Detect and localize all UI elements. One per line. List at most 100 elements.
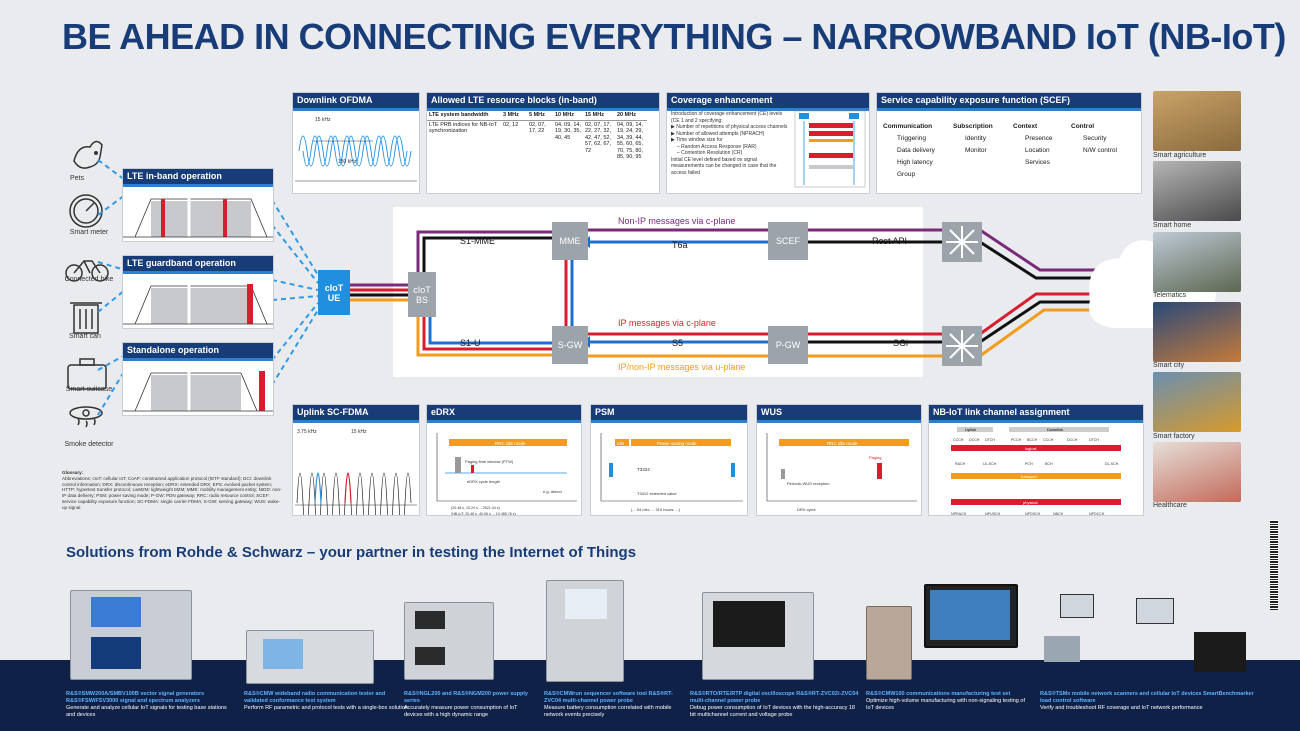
- router-icon: [942, 326, 982, 366]
- message-label: IP/non-IP messages via u-plane: [618, 362, 746, 372]
- table-cell: 04, 09, 14, 19, 24, 29, 34, 39, 44, 55, …: [617, 121, 643, 161]
- table-header: 20 MHz: [617, 112, 636, 118]
- product-cmwrun-image: [546, 580, 624, 682]
- phys-label: NPDCCH: [1089, 512, 1105, 516]
- table-header: 10 MHz: [555, 112, 574, 118]
- scef-item: N/W control: [1083, 147, 1117, 154]
- channel-label: CCCH: [1043, 438, 1054, 442]
- product-desc: Debug power consumption of IoT devices w…: [690, 705, 855, 718]
- product-desc: Generate and analyze cellular IoT signal…: [66, 705, 227, 718]
- coverage-line: – Random Access Response (RAR): [677, 143, 757, 150]
- edrx-note: eDRX cycle length: [467, 479, 500, 484]
- suitcase-icon: [67, 358, 107, 390]
- edrx-note: (NB-IoT: 20.48 s, 40.96 s ... 10 485.76 …: [451, 512, 516, 516]
- transport-label: PCH: [1025, 462, 1033, 466]
- channel-label: DTCH: [1089, 438, 1099, 442]
- ciot-ue-node: cIoT UE: [318, 270, 350, 315]
- message-label: Non-IP messages via c-plane: [618, 216, 736, 226]
- inband-spectrum: [123, 193, 273, 241]
- smart-factory-image: [1153, 372, 1241, 432]
- interface-label: Rest API: [872, 236, 908, 246]
- panel-lte-rb: Allowed LTE resource blocks (in-band) LT…: [426, 92, 660, 194]
- product-name: R&S®CMWrun sequencer software tool R&S®R…: [544, 691, 674, 704]
- panel-coverage: Coverage enhancement Introduction of cov…: [666, 92, 870, 194]
- product-cmw-image: [246, 630, 374, 684]
- node-label: MME: [559, 236, 581, 246]
- panel-scef: Service capability exposure function (SC…: [876, 92, 1142, 194]
- panel-wus: WUS RRC idle mode Periodic WUS reception…: [756, 404, 922, 516]
- panel-title: Uplink SC-FDMA: [293, 405, 419, 423]
- device-label: Smoke detector: [64, 441, 114, 448]
- panel-title: Service capability exposure function (SC…: [877, 93, 1141, 111]
- phys-label: NBCH: [1053, 512, 1064, 516]
- device-label: Connected bike: [64, 276, 114, 283]
- usecase-label: Smart agriculture: [1153, 152, 1207, 159]
- product-desc: Accurately measure power consumption of …: [404, 705, 518, 718]
- node-label: P-GW: [775, 340, 801, 350]
- scfdma-spacing-label: 15 kHz: [351, 429, 367, 435]
- product-power-supply-image: [404, 602, 494, 680]
- interface-label: S1-U: [460, 338, 481, 348]
- coverage-text: Introduction of coverage enhancement (CE…: [671, 111, 789, 176]
- panel-title: Standalone operation: [123, 343, 273, 361]
- interface-label: SGi: [893, 338, 909, 348]
- ciot-bs-node: cIoT BS: [408, 272, 436, 317]
- scfdma-waveform: 3.75 kHz 15 kHz: [295, 429, 417, 515]
- product-name: R&S®NGL200 and R&S®NGM200 power supply s…: [404, 691, 528, 704]
- channel-label: CCCH: [953, 438, 964, 442]
- wus-note: DRX cycle: [797, 507, 816, 512]
- psm-bar-label: Power saving mode: [657, 441, 697, 446]
- smart-agriculture-image: [1153, 91, 1241, 151]
- node-label: cIoT UE: [324, 282, 344, 303]
- usecase-label: Smart city: [1153, 362, 1185, 369]
- table-header: 3 MHz: [503, 112, 519, 118]
- interface-label: S1-MME: [460, 236, 496, 246]
- product-name: R&S®CMW wideband radio communication tes…: [244, 691, 386, 704]
- panel-title: Allowed LTE resource blocks (in-band): [427, 93, 659, 111]
- usecase-label: Smart factory: [1153, 433, 1195, 440]
- panel-psm: PSM Idle Power saving mode T3324 T3412 e…: [590, 404, 748, 516]
- product-desc: Verify and troubleshoot RF coverage and …: [1040, 705, 1203, 711]
- product-cmw100-image: [866, 606, 912, 680]
- mme-node: MME: [552, 222, 588, 260]
- layer-label: transport: [1021, 474, 1038, 479]
- lte-rb-table: LTE system bandwidth 3 MHz 5 MHz 10 MHz …: [427, 111, 647, 162]
- router-icon: [942, 222, 982, 262]
- product-caption: R&S®TSMx mobile network scanners and cel…: [1040, 691, 1265, 712]
- channel-label: PCCH: [1011, 438, 1022, 442]
- link-label: Uplink: [965, 427, 976, 432]
- wus-note: Periodic WUS reception: [787, 481, 829, 486]
- psm-timer: T3324: [637, 467, 650, 472]
- scfdma-spacing-label: 3.75 kHz: [297, 429, 317, 435]
- interface-label: S5: [672, 338, 684, 348]
- coverage-diagram: [794, 110, 866, 188]
- panel-title: NB-IoT link channel assignment: [929, 405, 1143, 423]
- glossary-text: Abbreviations: cIoT: cellular IoT; CoAP:…: [62, 475, 282, 510]
- node-label: SCEF: [775, 236, 800, 246]
- telematics-image: [1153, 232, 1241, 292]
- device-label: Smart meter: [69, 229, 109, 236]
- device-label: Smart suitcase: [65, 386, 113, 393]
- product-name: R&S®TSMx mobile network scanners and cel…: [1040, 691, 1254, 704]
- table-cell: 02, 07, 17, 22: [529, 121, 546, 135]
- coverage-line: – Contention Resolution (CR): [677, 150, 743, 156]
- product-name: R&S®SMW200A/SMBV100B vector signal gener…: [66, 691, 205, 704]
- panel-standalone: Standalone operation: [122, 342, 274, 416]
- ofdma-waveform: 15 kHz 180 kHz: [295, 117, 417, 182]
- scef-item: High latency: [897, 159, 933, 166]
- scef-item: Data delivery: [897, 147, 935, 154]
- product-name: R&S®RTO/RTE/RTP digital oscilloscope R&S…: [690, 691, 859, 704]
- panel-edrx: eDRX RRC idle mode Paging time window (P…: [426, 404, 582, 516]
- panel-title: PSM: [591, 405, 747, 423]
- panel-title: Coverage enhancement: [667, 93, 869, 111]
- usecase-label: Smart home: [1153, 222, 1192, 229]
- scef-col-head: Communication: [883, 123, 933, 130]
- scef-col-head: Context: [1013, 123, 1038, 130]
- product-caption: R&S®NGL200 and R&S®NGM200 power supply s…: [404, 691, 534, 719]
- smart-meter-icon: [69, 194, 103, 228]
- transport-label: BCH: [1045, 462, 1053, 466]
- scef-item: Presence: [1025, 135, 1053, 142]
- glossary: Glossary: Abbreviations: cIoT: cellular …: [62, 470, 284, 511]
- table-cell: 02, 12: [503, 121, 519, 128]
